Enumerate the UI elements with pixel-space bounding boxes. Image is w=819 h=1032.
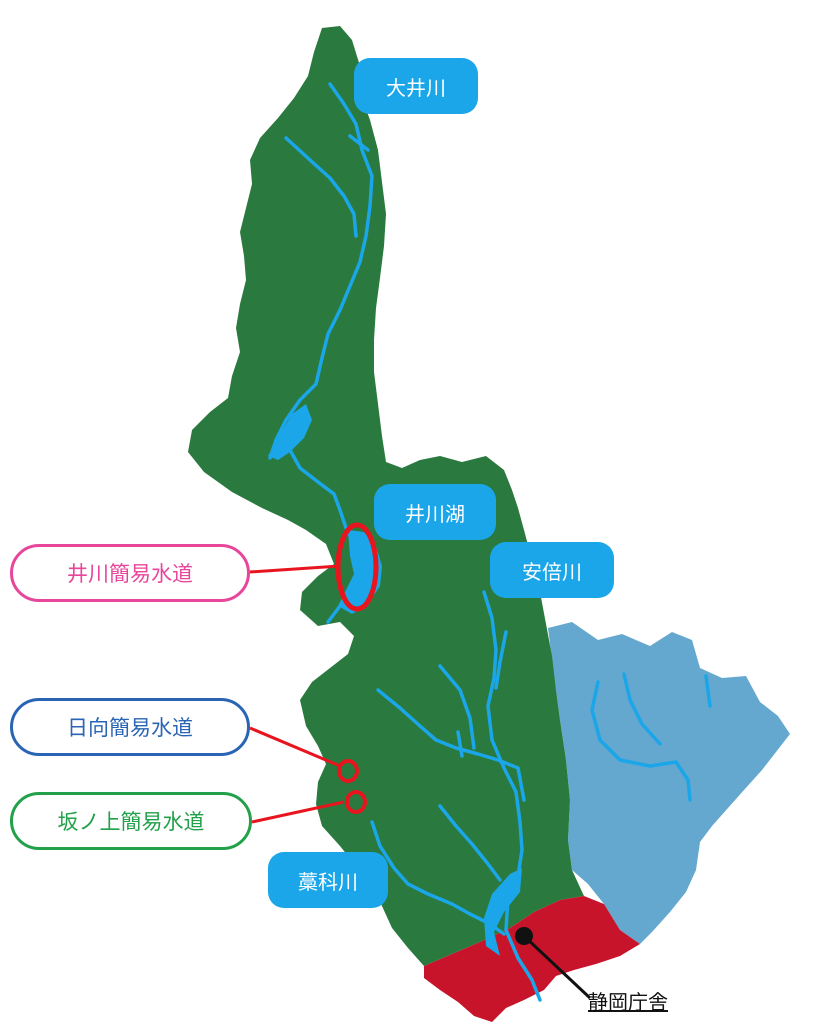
label-shizuoka-office: 静岡庁舎 — [588, 990, 668, 1014]
office-dot — [515, 927, 533, 945]
label-oi-river: 大井川 — [354, 58, 478, 114]
label-sakanoue-water: 坂ノ上簡易水道 — [10, 792, 252, 850]
river-network — [268, 82, 712, 1002]
marker-hinata — [337, 759, 359, 783]
office-leader — [522, 934, 592, 1000]
lake-lower — [484, 868, 522, 956]
label-warashina-river: 藁科川 — [268, 852, 388, 908]
callout-lines — [249, 564, 345, 824]
region-south — [424, 896, 640, 1022]
lake-upper — [268, 404, 312, 460]
label-ikawa-lake: 井川湖 — [374, 484, 496, 540]
label-hinata-water: 日向簡易水道 — [10, 698, 250, 756]
region-east — [548, 622, 790, 944]
label-abe-river: 安倍川 — [490, 542, 614, 598]
marker-sakanoue — [345, 790, 367, 814]
marker-ikawa — [335, 522, 379, 612]
label-ikawa-water: 井川簡易水道 — [10, 544, 250, 602]
